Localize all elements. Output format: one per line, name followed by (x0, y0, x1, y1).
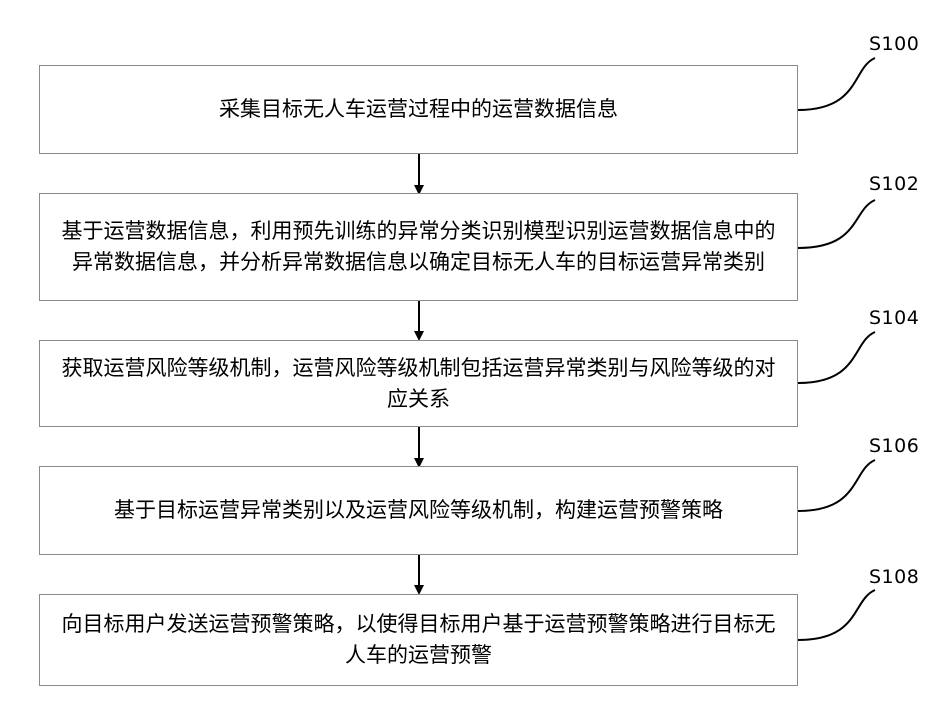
step-text-s104: 获取运营风险等级机制，运营风险等级机制包括运营异常类别与风险等级的对应关系 (52, 353, 785, 415)
step-label-s100: S100 (869, 33, 919, 55)
label-leader (798, 590, 875, 640)
label-leader (798, 200, 875, 248)
step-box-s104: 获取运营风险等级机制，运营风险等级机制包括运营异常类别与风险等级的对应关系 (39, 340, 798, 427)
label-leader (798, 460, 875, 511)
step-box-s100: 采集目标无人车运营过程中的运营数据信息 (39, 65, 798, 154)
step-label-s104: S104 (869, 307, 919, 329)
step-text-s106: 基于目标运营异常类别以及运营风险等级机制，构建运营预警策略 (114, 495, 723, 526)
label-leader (798, 332, 875, 383)
step-label-s106: S106 (869, 435, 919, 457)
step-text-s100: 采集目标无人车运营过程中的运营数据信息 (219, 94, 618, 125)
step-box-s106: 基于目标运营异常类别以及运营风险等级机制，构建运营预警策略 (39, 466, 798, 555)
step-text-s102: 基于运营数据信息，利用预先训练的异常分类识别模型识别运营数据信息中的异常数据信息… (52, 216, 785, 278)
step-text-s108: 向目标用户发送运营预警策略，以使得目标用户基于运营预警策略进行目标无人车的运营预… (52, 609, 785, 671)
step-label-s102: S102 (869, 173, 919, 195)
step-box-s108: 向目标用户发送运营预警策略，以使得目标用户基于运营预警策略进行目标无人车的运营预… (39, 594, 798, 686)
label-leader (798, 58, 875, 110)
step-box-s102: 基于运营数据信息，利用预先训练的异常分类识别模型识别运营数据信息中的异常数据信息… (39, 193, 798, 301)
step-label-s108: S108 (869, 566, 919, 588)
